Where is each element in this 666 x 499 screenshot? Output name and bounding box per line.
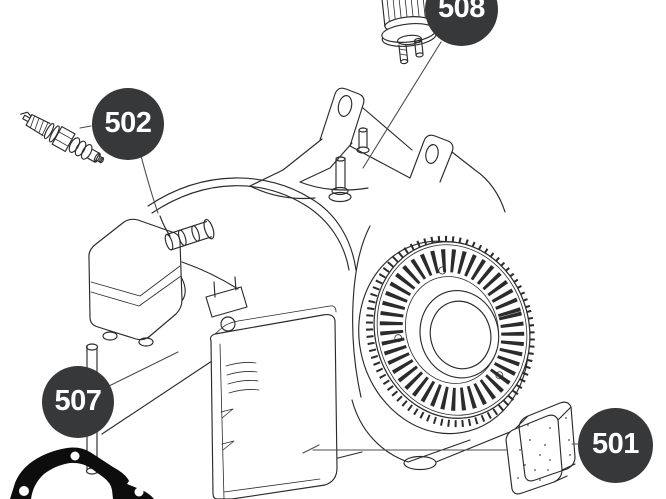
- carburetor: [181, 261, 248, 332]
- callout-501-label: 501: [592, 428, 639, 460]
- pad-speckles: [517, 417, 571, 481]
- engine-assembly-illustration: [85, 87, 535, 499]
- air-filter-pad-illustration: [505, 401, 576, 495]
- ignition-coil: [159, 215, 215, 251]
- mounting-brackets: [249, 87, 506, 213]
- callout-502[interactable]: 502: [92, 88, 164, 160]
- callout-502-label: 502: [104, 106, 152, 139]
- callout-508-label: 508: [438, 0, 485, 24]
- callout-501[interactable]: 501: [578, 408, 653, 483]
- callout-507[interactable]: 507: [42, 366, 114, 438]
- crankcase-base: [329, 225, 511, 471]
- valve-cover-box: [88, 218, 183, 347]
- fan-shroud: [358, 235, 535, 435]
- leader-lines: [79, 41, 579, 454]
- spark-plug-illustration: [20, 111, 105, 164]
- callout-507-label: 507: [54, 384, 102, 417]
- gasket-illustration: [10, 447, 154, 499]
- air-cleaner-cover: [209, 305, 338, 499]
